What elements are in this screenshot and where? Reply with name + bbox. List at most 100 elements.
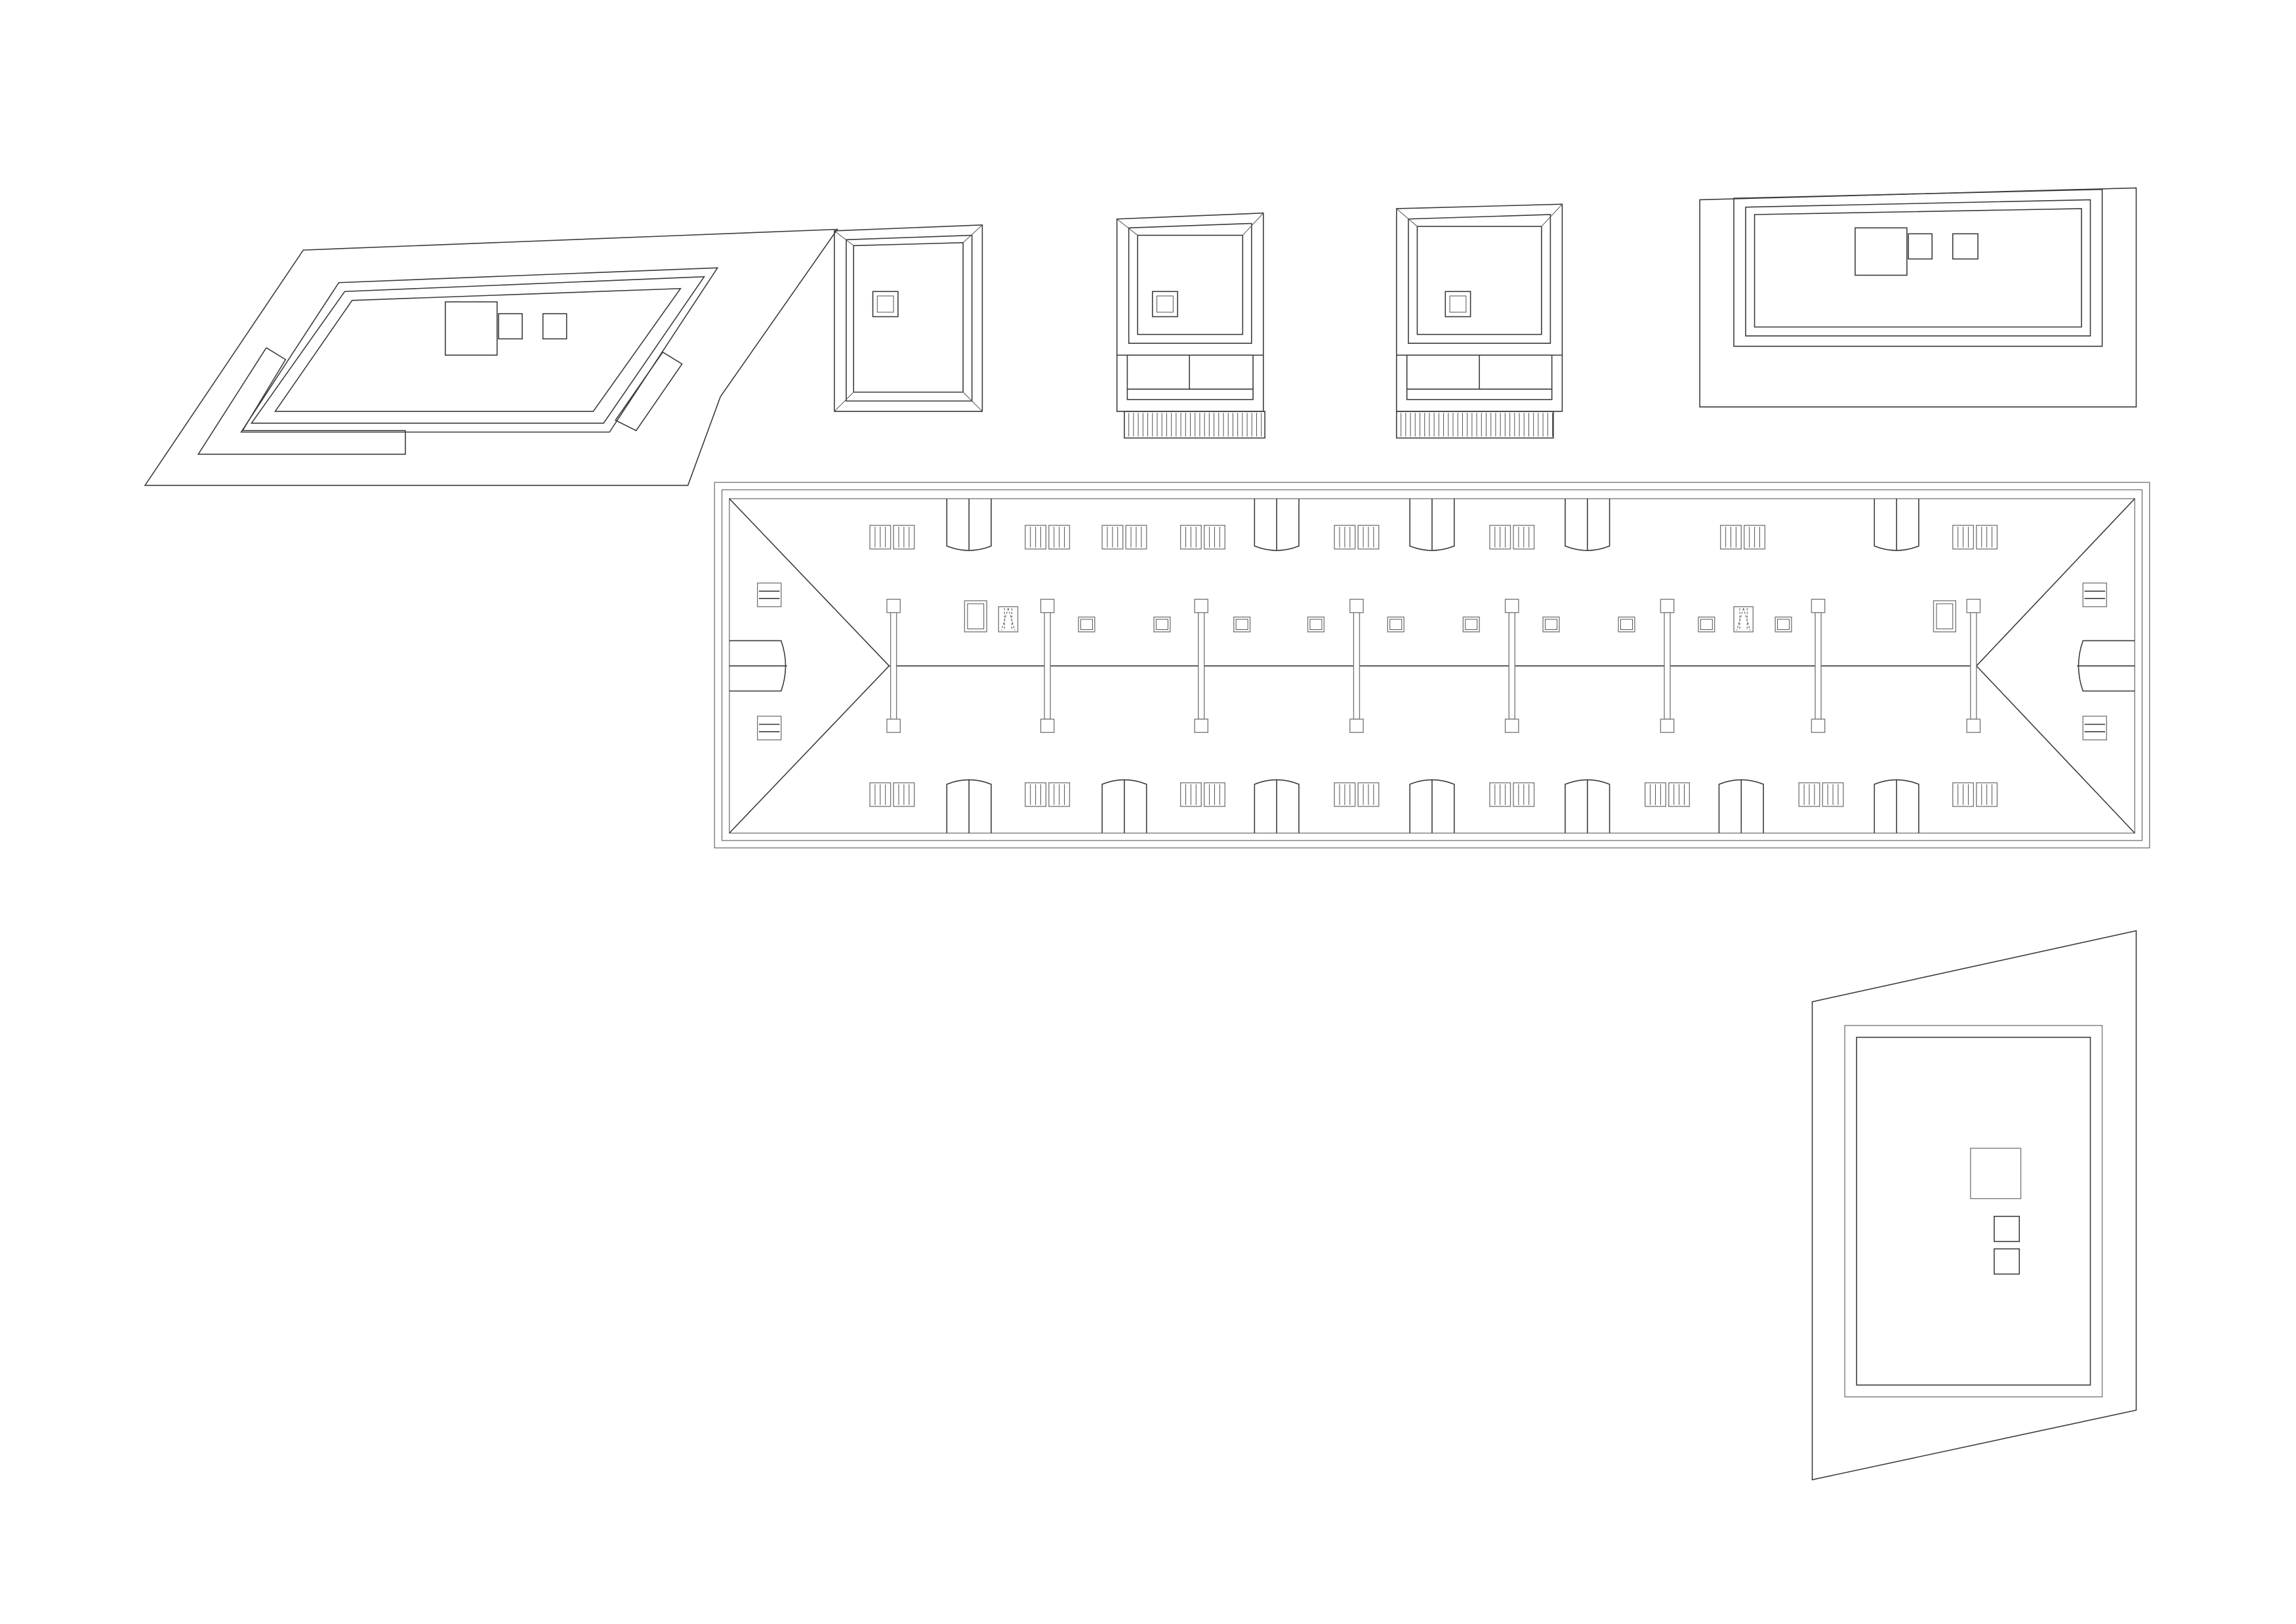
roof-vent <box>1233 616 1251 633</box>
roof-vent <box>1078 616 1096 633</box>
dormer-window-pair <box>1952 782 1998 807</box>
roof-truss <box>1349 598 1364 733</box>
roof-flat <box>1416 226 1542 335</box>
roof-outer <box>834 224 983 412</box>
arched-dormer <box>1565 498 1610 551</box>
dormer-window-pair <box>1101 524 1147 550</box>
roof-outer <box>1844 1025 2103 1398</box>
stair-hatching <box>1124 411 1265 439</box>
roof-hatch <box>1933 600 1956 633</box>
roof-inner <box>1408 214 1551 344</box>
roof-flat <box>1753 208 2082 328</box>
roof-hatch <box>964 600 987 633</box>
site-parcel <box>1811 930 2137 1481</box>
roof-hatch <box>1855 227 1908 276</box>
building-a-skewed <box>144 228 838 486</box>
roof-truss <box>1811 598 1826 733</box>
skylight <box>1908 233 1933 260</box>
roof-vent <box>1153 616 1171 633</box>
louvre-vent <box>2082 582 2107 608</box>
dormer-window-pair <box>1334 782 1380 807</box>
dormer-window-pair <box>869 782 915 807</box>
arched-dormer <box>1874 779 1919 833</box>
dormer-window-pair <box>1334 524 1380 550</box>
roof-access-ladder <box>998 606 1019 633</box>
roof-inner <box>1128 222 1252 344</box>
roof-vent <box>1307 616 1325 633</box>
annex-right <box>614 351 683 432</box>
roof-truss <box>1040 598 1055 733</box>
building-d <box>1396 203 1563 439</box>
skylight <box>1952 233 1978 260</box>
lower-roof <box>1406 354 1553 400</box>
dormer-window-pair <box>1798 782 1844 807</box>
roof-vent <box>1387 616 1404 633</box>
stair-hatching <box>1396 411 1554 439</box>
lower-roof <box>1126 354 1254 400</box>
roof-outer <box>1396 203 1563 412</box>
building-f <box>1811 930 2137 1481</box>
arched-dormer <box>1565 779 1610 833</box>
louvre-vent <box>2082 715 2107 741</box>
roof-inner <box>1745 199 2091 337</box>
arched-dormer <box>1874 498 1919 551</box>
arched-dormer <box>946 498 992 551</box>
main-building <box>714 482 2150 848</box>
skylight <box>1445 291 1471 318</box>
roof-hatch <box>1970 1148 2022 1199</box>
roof-vent <box>1774 616 1792 633</box>
roof-outer <box>1733 188 2103 347</box>
skylight <box>498 313 523 340</box>
skylight <box>872 291 899 318</box>
roof-truss <box>1504 598 1519 733</box>
roof-vent <box>1462 616 1480 633</box>
site-parcel <box>144 228 838 486</box>
dormer-window-pair <box>1025 782 1071 807</box>
louvre-vent <box>756 715 782 741</box>
roof-access-ladder <box>1733 606 1754 633</box>
dormer-window-pair <box>1645 782 1691 807</box>
arched-dormer <box>1254 498 1300 551</box>
dormer-window-pair <box>1720 524 1766 550</box>
dormer-window-pair <box>1489 524 1535 550</box>
building-b <box>834 224 983 412</box>
dormer-window-pair <box>1025 524 1071 550</box>
skylight <box>1994 1248 2020 1275</box>
end-dormer-right <box>2077 640 2135 692</box>
roof-truss <box>1660 598 1675 733</box>
dormer-window-pair <box>1489 782 1535 807</box>
roof-eave <box>250 276 706 424</box>
skylight <box>1151 291 1178 318</box>
roof-inner <box>274 287 682 412</box>
dormer-window-pair <box>1179 782 1225 807</box>
louvre-vent <box>756 582 782 608</box>
dormer-window-pair <box>1179 524 1225 550</box>
building-e <box>1699 187 2137 407</box>
roof-inner <box>1856 1037 2091 1386</box>
arched-dormer <box>1101 779 1147 833</box>
skylight <box>1994 1215 2020 1242</box>
arched-dormer <box>1409 498 1455 551</box>
roof-flat <box>1137 234 1244 335</box>
roof-truss <box>886 598 901 733</box>
arched-dormer <box>1718 779 1764 833</box>
skylight <box>542 313 567 340</box>
roof-vent <box>1618 616 1635 633</box>
site-parcel <box>1699 187 2137 407</box>
roof-vent <box>1542 616 1560 633</box>
end-dormer-left <box>729 640 787 692</box>
arched-dormer <box>946 779 992 833</box>
arched-dormer <box>1409 779 1455 833</box>
roof-hatch <box>445 301 498 356</box>
roof-outer <box>240 267 719 433</box>
dormer-window-pair <box>869 524 915 550</box>
roof-truss <box>1194 598 1209 733</box>
roof-outer <box>1116 212 1264 412</box>
roof-flat <box>853 242 964 393</box>
dormer-window-pair <box>1952 524 1998 550</box>
arched-dormer <box>1254 779 1300 833</box>
roof-inner <box>846 234 973 402</box>
roof-truss <box>1966 598 1981 733</box>
roof-vent <box>1698 616 1715 633</box>
